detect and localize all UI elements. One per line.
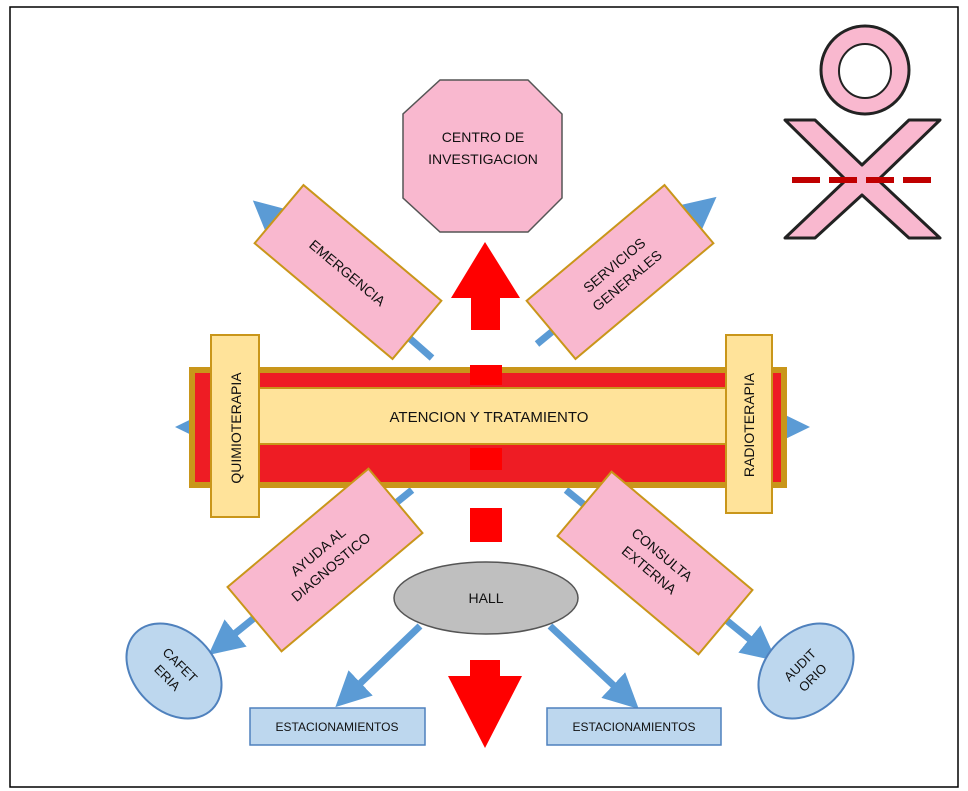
general-services-box: SERVICIOS GENERALES (525, 183, 715, 361)
page-border (9, 6, 959, 788)
down-red-arrow (448, 660, 522, 748)
parking-left-label: ESTACIONAMIENTOS (276, 720, 399, 734)
hall-ellipse (393, 561, 579, 635)
parking-right-box (546, 707, 722, 746)
emergency-box: EMERGENCIA (253, 183, 443, 361)
external-consult-box: CONSULTA EXTERNA (556, 470, 754, 656)
parking-right-blue-arrow (547, 623, 639, 709)
parking-left-blue-arrow (335, 623, 423, 708)
pink-x-logo (783, 24, 942, 240)
up-red-arrow (451, 242, 520, 330)
diagnostic-aid-box: AYUDA AL DIAGNOSTICO (226, 467, 424, 653)
radiotherapy-label: RADIOTERAPIA (741, 372, 757, 477)
research-center-label-1: CENTRO DE (442, 129, 524, 145)
auditorium-ellipse: AUDIT ORIO (757, 622, 855, 720)
cafeteria-ellipse: CAFET ERIA (125, 622, 223, 720)
chemotherapy-label: QUIMIOTERAPIA (228, 372, 244, 484)
parking-left-box (249, 707, 426, 746)
radiotherapy-box (725, 334, 773, 514)
research-center-label-2: INVESTIGACION (428, 151, 538, 167)
main-bar-label: ATENCION Y TRATAMIENTO (390, 409, 589, 426)
research-center-octagon (402, 79, 563, 233)
red-dash-segment (470, 508, 502, 542)
chemotherapy-box (210, 334, 260, 518)
hall-label: HALL (468, 590, 503, 606)
red-dash-top (470, 365, 502, 385)
red-dash-bottom (470, 448, 502, 470)
parking-right-label: ESTACIONAMIENTOS (573, 720, 696, 734)
